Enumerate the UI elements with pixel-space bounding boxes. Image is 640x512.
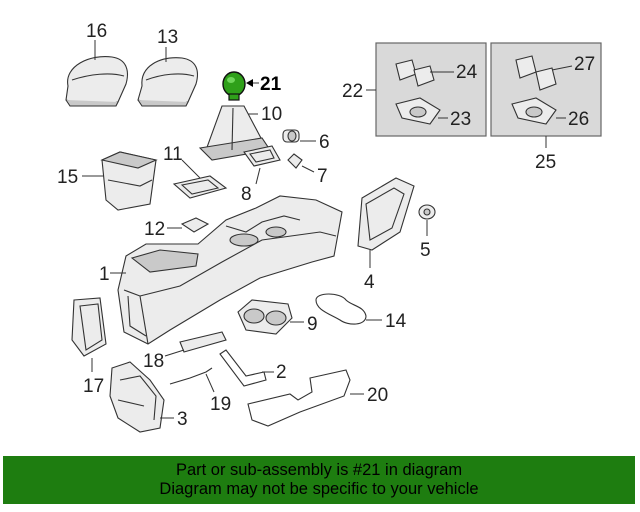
- callout-18: 18: [143, 351, 164, 372]
- leader-27: [551, 65, 573, 71]
- leader-19: [205, 373, 215, 393]
- callout-10: 10: [261, 104, 282, 125]
- callout-3: 3: [177, 409, 188, 430]
- callout-6: 6: [319, 132, 330, 153]
- callout-2: 2: [276, 362, 287, 383]
- part-1-console[interactable]: [117, 195, 343, 345]
- parts-diagram: 16 13 21 10 6 7 8: [57, 21, 602, 433]
- callout-21: 21: [260, 74, 282, 95]
- part-24-switch-assembly[interactable]: [395, 59, 435, 87]
- callout-15: 15: [57, 167, 78, 188]
- callout-11: 11: [163, 144, 183, 165]
- callout-25: 25: [535, 152, 556, 173]
- part-26-switch-housing[interactable]: [511, 97, 557, 125]
- callout-7: 7: [317, 166, 328, 187]
- part-10-shift-boot[interactable]: [198, 105, 271, 161]
- banner-line-2: Diagram may not be specific to your vehi…: [159, 480, 479, 498]
- callout-24: 24: [456, 62, 478, 83]
- callout-16: 16: [86, 21, 107, 42]
- part-16-armrest-lid[interactable]: [65, 55, 129, 107]
- part-19-wire[interactable]: [169, 367, 213, 385]
- leader-18: [164, 349, 185, 357]
- callout-23: 23: [450, 109, 471, 130]
- callout-12: 12: [144, 219, 165, 240]
- callout-14: 14: [385, 311, 407, 332]
- part-27-switch-assembly[interactable]: [515, 55, 557, 91]
- callout-27: 27: [574, 54, 595, 75]
- callout-9: 9: [307, 314, 318, 335]
- banner-line-1: Part or sub-assembly is #21 in diagram: [175, 461, 463, 479]
- part-6-plug[interactable]: [282, 129, 300, 143]
- arrow-21: [246, 79, 253, 87]
- callout-5: 5: [420, 240, 431, 261]
- part-3-bracket-assembly[interactable]: [109, 361, 165, 433]
- part-13-armrest-lid[interactable]: [137, 57, 199, 107]
- callout-13: 13: [157, 27, 178, 48]
- part-14-mat[interactable]: [315, 293, 367, 325]
- part-5-fastener[interactable]: [418, 204, 436, 220]
- part-20-insulator[interactable]: [247, 369, 351, 427]
- part-17-side-trim[interactable]: [71, 297, 107, 357]
- info-banner: Part or sub-assembly is #21 in diagram D…: [3, 456, 635, 504]
- callout-26: 26: [568, 109, 589, 130]
- part-23-switch-housing[interactable]: [395, 97, 441, 125]
- callout-22: 22: [342, 81, 363, 102]
- callout-4: 4: [364, 272, 375, 293]
- part-4-side-panel[interactable]: [357, 177, 415, 251]
- part-15-bin[interactable]: [100, 151, 158, 211]
- part-8-shift-bezel[interactable]: [243, 145, 281, 167]
- part-7-clip[interactable]: [287, 153, 303, 169]
- part-11-trim-plate[interactable]: [172, 175, 228, 199]
- part-18-bracket[interactable]: [179, 331, 227, 353]
- leader-8: [255, 167, 261, 185]
- callout-20: 20: [367, 385, 388, 406]
- callout-19: 19: [210, 394, 231, 415]
- leader-11: [181, 159, 201, 179]
- part-12-pad[interactable]: [180, 217, 210, 233]
- callout-8: 8: [241, 184, 252, 205]
- part-21-shift-knob[interactable]: [222, 71, 246, 101]
- part-9-cup-holder[interactable]: [237, 299, 293, 335]
- part-2-bracket[interactable]: [219, 349, 267, 387]
- callout-1: 1: [99, 264, 110, 285]
- leader-7: [301, 165, 315, 173]
- callout-17: 17: [83, 376, 104, 397]
